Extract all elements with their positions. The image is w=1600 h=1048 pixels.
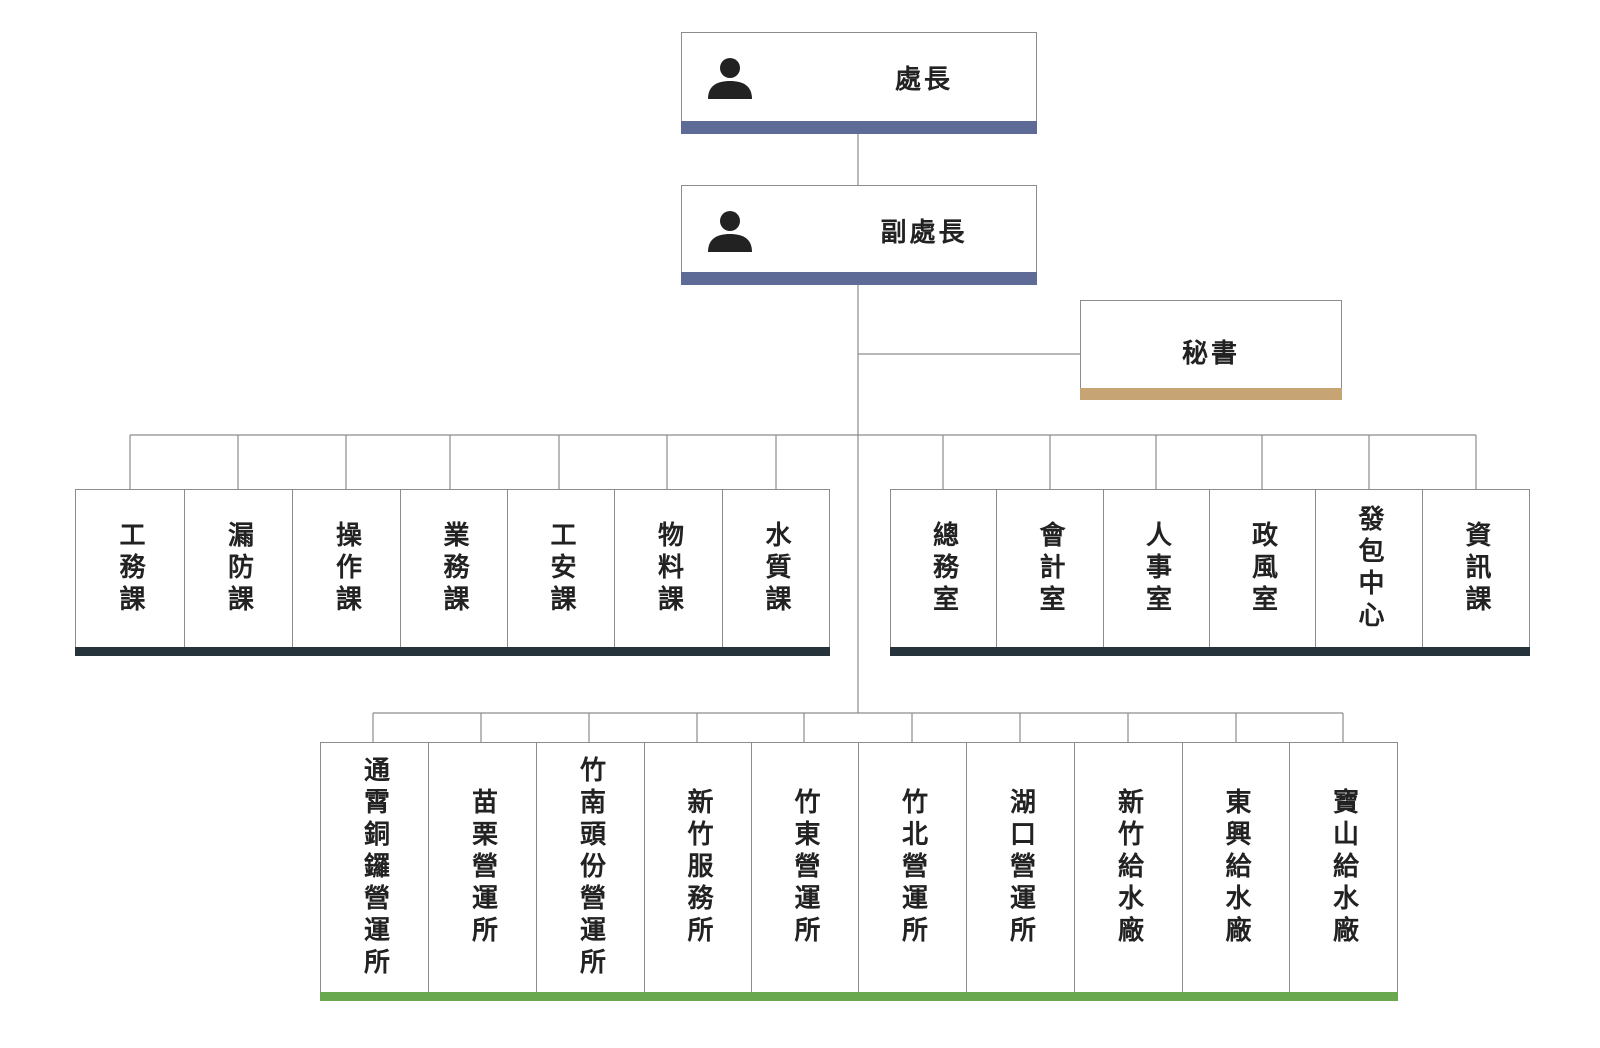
sections-right-bar: [890, 647, 1530, 656]
field-unit-box: 新竹給水廠: [1074, 742, 1183, 994]
field-unit-box: 新竹服務所: [644, 742, 752, 994]
field-unit-label: 竹東營運所: [790, 788, 820, 948]
head-box: 處長: [681, 32, 1037, 134]
section-box: 資訊課: [1422, 489, 1530, 649]
field-units-bar: [320, 992, 1398, 1001]
field-unit-box: 湖口營運所: [966, 742, 1075, 994]
section-label: 資訊課: [1461, 521, 1491, 617]
field-unit-box: 寶山給水廠: [1289, 742, 1398, 994]
field-unit-label: 竹北營運所: [897, 788, 928, 948]
field-unit-box: 通霄銅鑼營運所: [320, 742, 429, 994]
section-box: 漏防課: [184, 489, 293, 649]
field-unit-box: 東興給水廠: [1182, 742, 1290, 994]
section-box: 水質課: [722, 489, 830, 649]
section-label: 總務室: [928, 521, 959, 617]
field-unit-label: 竹南頭份營運所: [575, 756, 606, 980]
person-icon: [708, 58, 752, 99]
field-unit-label: 苗栗營運所: [467, 788, 498, 948]
section-label: 工安課: [546, 521, 576, 617]
field-unit-label: 湖口營運所: [1005, 788, 1036, 948]
section-box: 總務室: [890, 489, 997, 649]
section-label: 發包中心: [1354, 505, 1384, 633]
section-label: 人事室: [1141, 521, 1172, 617]
field-unit-label: 新竹給水廠: [1113, 788, 1144, 948]
section-box: 業務課: [400, 489, 508, 649]
section-label: 業務課: [439, 521, 469, 617]
section-box: 工安課: [507, 489, 615, 649]
field-unit-box: 竹南頭份營運所: [536, 742, 645, 994]
deputy-title: 副處長: [880, 218, 968, 248]
field-unit-label: 通霄銅鑼營運所: [359, 756, 390, 980]
field-unit-box: 竹北營運所: [858, 742, 967, 994]
deputy-box: 副處長: [681, 185, 1037, 285]
section-box: 發包中心: [1315, 489, 1423, 649]
section-label: 物料課: [653, 521, 684, 617]
field-unit-label: 東興給水廠: [1221, 788, 1251, 948]
section-box: 物料課: [614, 489, 723, 649]
section-label: 政風室: [1247, 521, 1278, 617]
field-unit-label: 寶山給水廠: [1328, 788, 1359, 948]
head-title: 處長: [894, 65, 953, 95]
field-unit-box: 竹東營運所: [751, 742, 859, 994]
section-label: 工務課: [115, 521, 145, 617]
secretary-box: 秘書: [1080, 300, 1342, 400]
field-unit-box: 苗栗營運所: [428, 742, 537, 994]
section-box: 操作課: [292, 489, 401, 649]
section-box: 政風室: [1209, 489, 1316, 649]
section-label: 水質課: [761, 521, 791, 617]
head-accent-bar: [681, 121, 1037, 134]
field-unit-label: 新竹服務所: [683, 788, 713, 948]
deputy-accent-bar: [681, 272, 1037, 285]
section-box: 會計室: [996, 489, 1104, 649]
sections-left-bar: [75, 647, 830, 656]
secretary-title: 秘書: [1181, 339, 1240, 369]
secretary-accent-bar: [1080, 388, 1342, 400]
section-label: 漏防課: [223, 521, 254, 617]
person-icon: [708, 211, 752, 252]
section-box: 人事室: [1103, 489, 1210, 649]
section-label: 會計室: [1035, 521, 1065, 617]
section-label: 操作課: [331, 521, 362, 617]
section-box: 工務課: [75, 489, 185, 649]
